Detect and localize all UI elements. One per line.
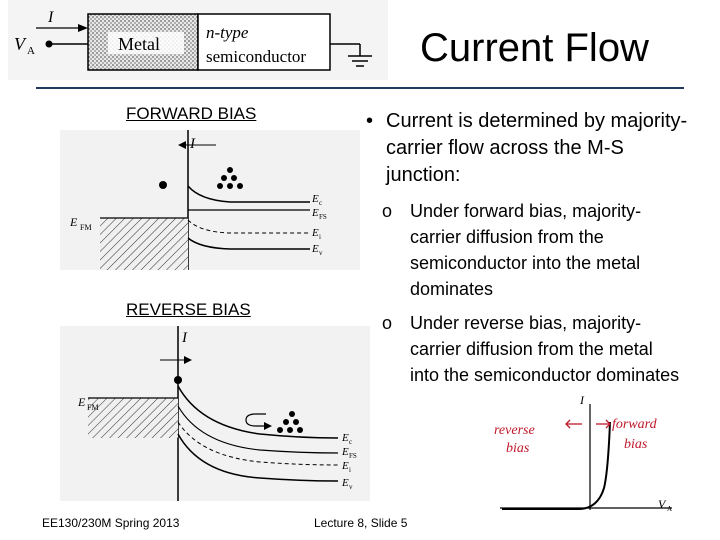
forward-bias-heading: FORWARD BIAS	[126, 104, 257, 123]
forward-bias-note-1: forward	[612, 417, 658, 432]
semi-label-2: semiconductor	[206, 47, 306, 66]
voltage-label: V	[14, 34, 27, 54]
fwd-ev-sub: v	[319, 249, 323, 257]
rev-ev-sub: v	[349, 483, 353, 491]
iv-y-label: I	[579, 393, 585, 407]
reverse-bias-heading: REVERSE BIAS	[126, 300, 251, 319]
semiconductor-block	[197, 13, 331, 71]
iv-x-sub: A	[667, 505, 672, 513]
device-diagram: I V A Metal n-type semiconductor	[8, 0, 388, 80]
reverse-bias-note-2: bias	[506, 441, 530, 456]
sub-bullet-forward-text: Under forward bias, majority-carrier dif…	[410, 201, 642, 299]
reverse-bias-note-1: reverse	[494, 423, 535, 438]
rev-current-label: I	[181, 330, 188, 346]
slide-title: Current Flow	[420, 26, 649, 70]
rev-efm-sub: FM	[87, 403, 99, 412]
fwd-ei-sub: i	[319, 233, 321, 241]
rev-ei-label: E	[341, 460, 349, 472]
fwd-ev-label: E	[311, 243, 319, 255]
rev-ec-label: E	[341, 432, 349, 444]
bullet-dot-icon: •	[366, 110, 374, 132]
fwd-current-label: I	[189, 136, 196, 152]
main-bullet-text: Current is determined by majority-carrie…	[386, 110, 688, 186]
forward-bias-note-2: bias	[624, 437, 648, 452]
sub-bullet-forward: o Under forward bias, majority-carrier d…	[382, 198, 682, 302]
reverse-bias-diagram: I E FM E c E FS E i E v	[60, 326, 370, 501]
fwd-efs-sub: FS	[319, 213, 327, 221]
sub-bullet-reverse-text: Under reverse bias, majority-carrier dif…	[410, 313, 680, 385]
fwd-efs-label: E	[311, 207, 319, 219]
rev-efs-sub: FS	[349, 452, 357, 460]
fwd-ec-sub: c	[319, 199, 322, 207]
sub-bullet-marker-icon: o	[382, 313, 393, 333]
rev-ec-sub: c	[349, 438, 352, 446]
metal-label: Metal	[118, 34, 160, 54]
rev-efm-label: E	[77, 395, 86, 409]
title-rule	[36, 87, 684, 89]
top-current-label: I	[47, 9, 54, 26]
footer-course: EE130/230M Spring 2013	[42, 516, 180, 530]
semi-label-1: n-type	[206, 23, 249, 42]
iv-curve-plot: I V A reverse bias forward bias	[494, 393, 672, 513]
sub-bullet-marker-icon: o	[382, 201, 393, 221]
fwd-efm-sub: FM	[80, 223, 92, 232]
fwd-ec-label: E	[311, 193, 319, 205]
fwd-efm-label: E	[69, 215, 78, 229]
rev-efs-label: E	[341, 446, 349, 458]
rev-ei-sub: i	[349, 466, 351, 474]
main-bullet: • Current is determined by majority-carr…	[366, 108, 696, 189]
fwd-ei-label: E	[311, 227, 319, 239]
forward-bias-diagram: I E FM E c E FS E i E v	[60, 130, 360, 270]
sub-bullet-reverse: o Under reverse bias, majority-carrier d…	[382, 310, 682, 388]
footer-slide-number: Lecture 8, Slide 5	[314, 516, 408, 530]
rev-ev-label: E	[341, 477, 349, 489]
iv-x-label: V	[658, 497, 667, 511]
voltage-subscript: A	[27, 45, 35, 57]
